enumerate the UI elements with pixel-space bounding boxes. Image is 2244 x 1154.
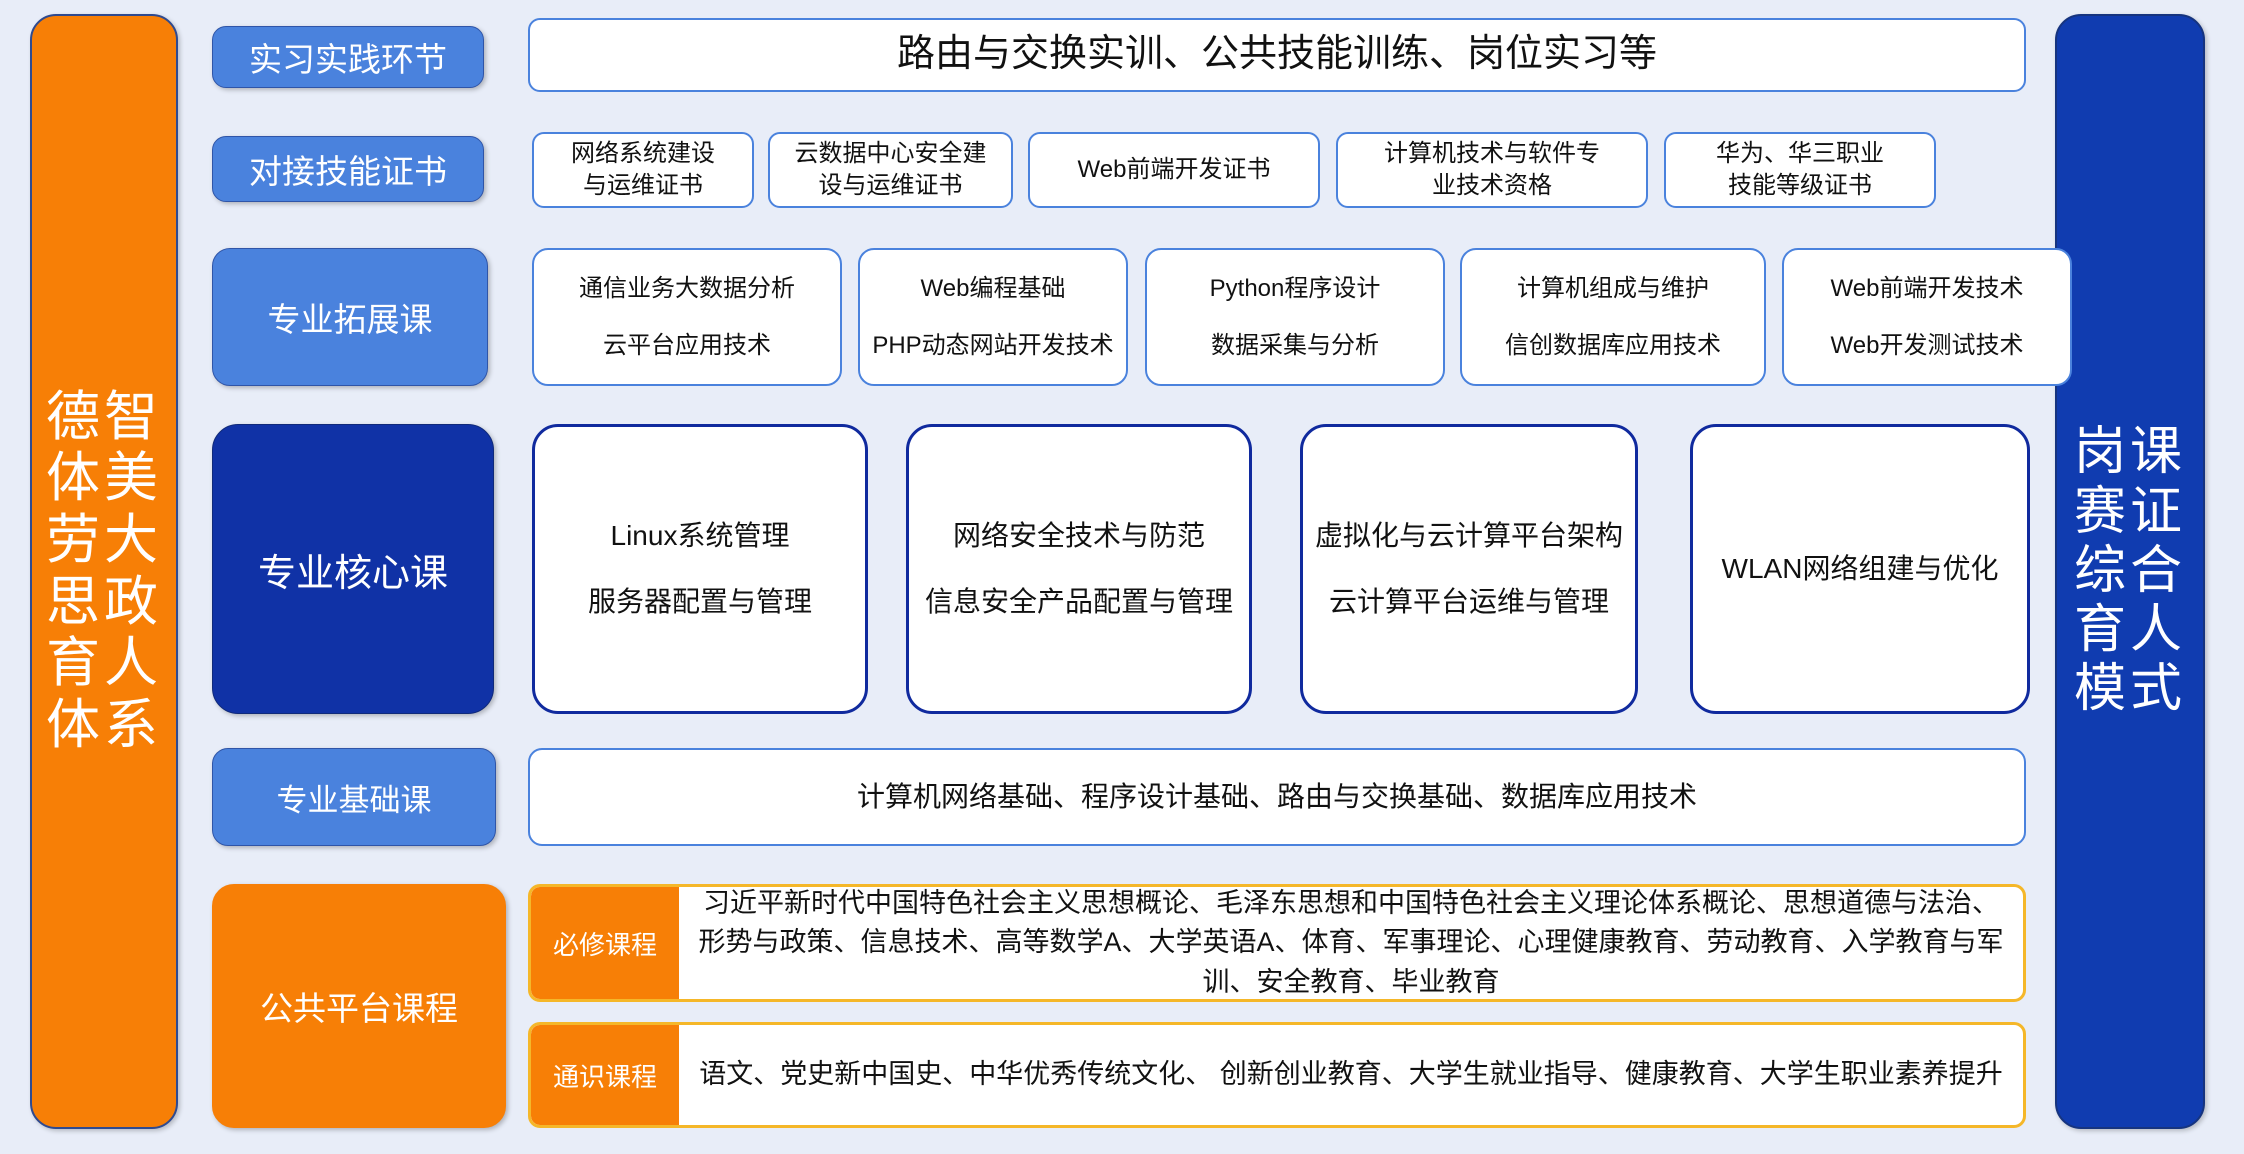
certificate-line-1: 网络系统建设 [571,139,715,167]
core-line-1: Linux系统管理 [610,519,790,551]
certificate-line-2: 与运维证书 [583,172,703,199]
expansion-line-1: Web前端开发技术 [1830,274,2024,302]
public-required-tag: 必修课程 [531,887,679,999]
row-label-public-platform[interactable]: 公共平台课程 [212,884,506,1128]
public-required-block[interactable]: 必修课程 习近平新时代中国特色社会主义思想概论、毛泽东思想和中国特色社会主义理论… [528,884,2026,1002]
left-vertical-banner: 德智体美劳大思政育人体系 [30,14,178,1129]
public-general-block[interactable]: 通识课程 语文、党史新中国史、中华优秀传统文化、 创新创业教育、大学生就业指导、… [528,1022,2026,1128]
row-label-expansion-text: 专业拓展课 [267,301,433,338]
basic-content-card[interactable]: 计算机网络基础、程序设计基础、路由与交换基础、数据库应用技术 [528,748,2026,846]
certificate-card[interactable]: Web前端开发证书 [1028,132,1320,208]
core-line-1: 虚拟化与云计算平台架构 [1314,519,1623,551]
row-label-expansion[interactable]: 专业拓展课 [212,248,488,386]
expansion-card[interactable]: 计算机组成与维护 信创数据库应用技术 [1460,248,1766,386]
expansion-card[interactable]: Python程序设计 数据采集与分析 [1145,248,1445,386]
expansion-line-2: 数据采集与分析 [1211,332,1379,359]
certificate-card[interactable]: 网络系统建设 与运维证书 [532,132,754,208]
certificate-line-2: 技能等级证书 [1728,172,1872,199]
certificate-line-2: 设与运维证书 [818,172,963,199]
core-line-2: 服务器配置与管理 [587,586,812,617]
certificate-card[interactable]: 云数据中心安全建 设与运维证书 [768,132,1013,208]
core-line-2: 信息安全产品配置与管理 [924,586,1233,617]
basic-content-text: 计算机网络基础、程序设计基础、路由与交换基础、数据库应用技术 [856,780,1697,812]
expansion-card[interactable]: Web编程基础 PHP动态网站开发技术 [858,248,1128,386]
row-label-core-text: 专业核心课 [257,552,448,595]
right-banner-text: 岗课赛证综合育人模式 [2073,423,2186,719]
left-banner-text: 德智体美劳大思政育人体系 [46,386,162,755]
certificate-line-1: Web前端开发证书 [1077,155,1271,183]
row-label-core[interactable]: 专业核心课 [212,424,494,714]
expansion-line-2: Web开发测试技术 [1830,332,2024,359]
row-label-certificates[interactable]: 对接技能证书 [212,136,484,202]
public-general-tag-text: 通识课程 [552,1061,657,1092]
expansion-line-1: 计算机组成与维护 [1517,274,1709,302]
certificate-line-2: 业技术资格 [1432,172,1552,199]
practice-content-card[interactable]: 路由与交换实训、公共技能训练、岗位实习等 [528,18,2026,92]
public-general-text: 语文、党史新中国史、中华优秀传统文化、 创新创业教育、大学生就业指导、健康教育、… [699,1059,2003,1090]
public-required-body: 习近平新时代中国特色社会主义思想概论、毛泽东思想和中国特色社会主义理论体系概论、… [679,887,2023,999]
right-vertical-banner: 岗课赛证综合育人模式 [2055,14,2205,1129]
row-label-practice-text: 实习实践环节 [249,41,447,78]
row-label-public-platform-text: 公共平台课程 [260,990,458,1027]
row-label-practice[interactable]: 实习实践环节 [212,26,484,88]
public-general-tag: 通识课程 [531,1025,679,1125]
row-label-certificates-text: 对接技能证书 [249,153,447,190]
core-card[interactable]: 虚拟化与云计算平台架构 云计算平台运维与管理 [1300,424,1638,714]
expansion-line-2: 云平台应用技术 [603,332,771,359]
practice-content-text: 路由与交换实训、公共技能训练、岗位实习等 [896,33,1657,76]
expansion-line-2: PHP动态网站开发技术 [872,332,1114,359]
row-label-basic[interactable]: 专业基础课 [212,748,496,846]
core-card[interactable]: Linux系统管理 服务器配置与管理 [532,424,868,714]
expansion-line-2: 信创数据库应用技术 [1505,332,1721,359]
public-general-body: 语文、党史新中国史、中华优秀传统文化、 创新创业教育、大学生就业指导、健康教育、… [679,1025,2023,1125]
core-line-2: 云计算平台运维与管理 [1328,586,1609,617]
core-card[interactable]: WLAN网络组建与优化 [1690,424,2030,714]
expansion-card[interactable]: Web前端开发技术 Web开发测试技术 [1782,248,2072,386]
expansion-line-1: Web编程基础 [920,274,1066,302]
certificate-card[interactable]: 华为、华三职业 技能等级证书 [1664,132,1936,208]
certificate-card[interactable]: 计算机技术与软件专 业技术资格 [1336,132,1648,208]
certificate-line-1: 云数据中心安全建 [794,139,987,167]
public-required-text: 习近平新时代中国特色社会主义思想概论、毛泽东思想和中国特色社会主义理论体系概论、… [698,887,2004,997]
core-line-1: WLAN网络组建与优化 [1721,552,1999,584]
certificate-line-1: 计算机技术与软件专 [1384,139,1600,167]
core-line-1: 网络安全技术与防范 [952,519,1205,551]
public-required-tag-text: 必修课程 [552,929,657,960]
expansion-line-1: Python程序设计 [1209,274,1381,302]
certificate-line-1: 华为、华三职业 [1716,139,1884,167]
row-label-basic-text: 专业基础课 [276,782,432,818]
expansion-card[interactable]: 通信业务大数据分析 云平台应用技术 [532,248,842,386]
expansion-line-1: 通信业务大数据分析 [579,274,795,302]
core-card[interactable]: 网络安全技术与防范 信息安全产品配置与管理 [906,424,1252,714]
